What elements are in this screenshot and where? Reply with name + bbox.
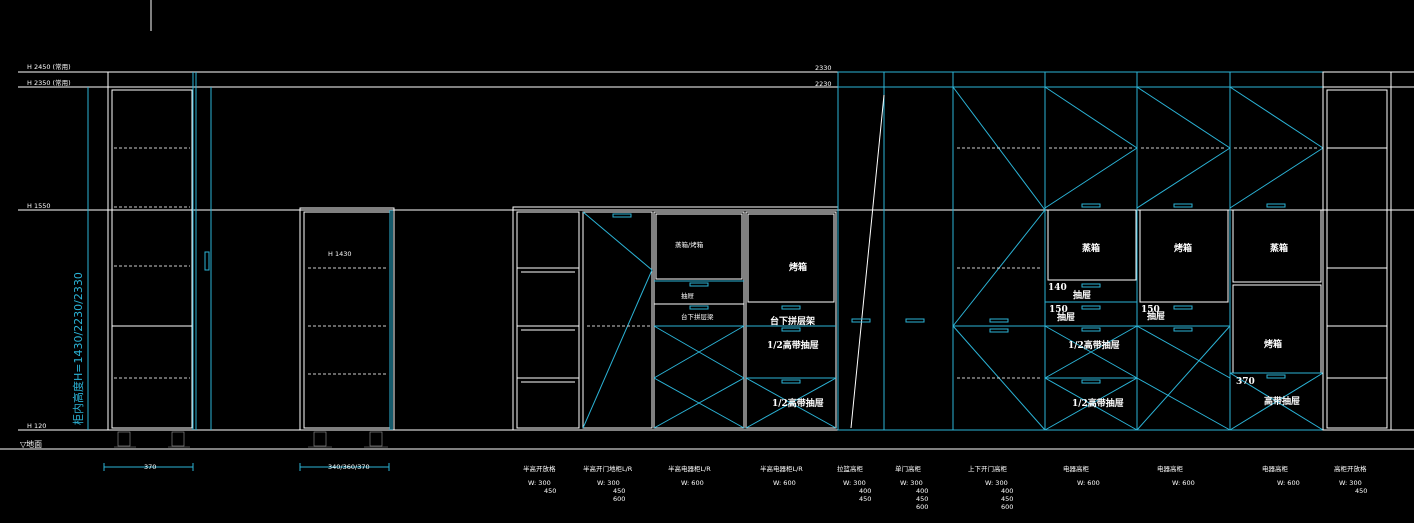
cabinet-type-name: 半高开放格 <box>523 464 556 473</box>
cabinet-type-name: 上下开门高柜 <box>968 464 1008 473</box>
ground-label: ▽地面 <box>20 439 42 449</box>
cabinet-type-name: 半高电器柜L/R <box>760 464 803 473</box>
cabinet-width-option: W: 300 <box>528 479 551 487</box>
label-steam-box-2: 蒸箱 <box>1270 242 1288 254</box>
cabinet-tall-run <box>837 71 1324 431</box>
label-drawer-a: 抽屉 <box>1073 289 1091 301</box>
num-150-a: 150 <box>1049 305 1068 315</box>
level-2350-label: H 2350 (常用) <box>27 78 71 87</box>
cabinet-type-name: 半高电器柜L/R <box>668 464 711 473</box>
label-half-drawer-2: 1/2高带抽屉 <box>772 397 824 409</box>
cabinet-width-option: 450 <box>544 487 556 495</box>
label-pullout-shelf: 台下拼层梁 <box>681 312 714 321</box>
label-drawer-c: 抽屉 <box>1147 310 1165 322</box>
num-140: 140 <box>1048 283 1067 293</box>
cabinet-width-option: W: 300 <box>1339 479 1362 487</box>
cabinet-width-option: 600 <box>916 503 928 511</box>
width-dim-370: 370 <box>144 463 156 471</box>
cabinet-width-option: 400 <box>916 487 928 495</box>
level-1550-label: H 1550 <box>27 202 51 210</box>
cabinet-tall-open-right <box>1322 71 1392 431</box>
cabinet-width-option: W: 600 <box>681 479 704 487</box>
cabinet-width-option: 600 <box>613 495 625 503</box>
label-half-drawer-4: 1/2高带抽屉 <box>1072 397 1124 409</box>
cabinet-width-option: W: 300 <box>985 479 1008 487</box>
cabinet-width-option: W: 300 <box>597 479 620 487</box>
label-steam-box-1: 蒸箱 <box>1082 242 1100 254</box>
cabinet-width-option: 400 <box>1001 487 1013 495</box>
cabinet-width-option: W: 600 <box>1172 479 1195 487</box>
label-half-drawer-3: 1/2高带抽屉 <box>1068 339 1120 351</box>
cabinet-width-option: 450 <box>613 487 625 495</box>
cabinet-type-name: 半高开门地柜L/R <box>583 464 633 473</box>
cabinet-width-option: 600 <box>1001 503 1013 511</box>
cabinet-width-option: 450 <box>1355 487 1367 495</box>
cabinet-width-option: 450 <box>859 495 871 503</box>
cabinet-width-option: W: 600 <box>1277 479 1300 487</box>
cabinet-width-option: W: 300 <box>900 479 923 487</box>
label-high-drawer: 高带抽屉 <box>1264 395 1300 407</box>
label-half-drawer-1: 1/2高带抽屉 <box>767 339 819 351</box>
cabinet-type-name: 电器高柜 <box>1157 464 1184 473</box>
cabinet-type-name: 高柜开放格 <box>1334 464 1367 473</box>
width-dim-340: 340/360/370 <box>328 463 370 471</box>
cabinet-width-option: 400 <box>859 487 871 495</box>
cabinet-width-option: 450 <box>916 495 928 503</box>
cabinet-type-name: 拉篮高柜 <box>837 464 864 473</box>
cabinet-width-option: 450 <box>1001 495 1013 503</box>
cabinet-half-run <box>512 206 839 431</box>
dim-2230-label: 2230 <box>815 80 832 88</box>
cabinet-tall-open-left: 370 <box>103 71 212 471</box>
level-120-label: H 120 <box>27 422 46 430</box>
cabinet-type-name: 电器高柜 <box>1262 464 1289 473</box>
cabinet-half-door: 340/360/370 <box>299 207 395 471</box>
label-drawer: 抽屉 <box>681 291 695 300</box>
cabinet-type-name: 电器高柜 <box>1063 464 1090 473</box>
level-1430-label: H 1430 <box>328 250 352 258</box>
inner-height-dimension: 柜内高度H=1430/2230/2330 <box>71 272 85 425</box>
level-2450-label: H 2450 (常用) <box>27 62 71 71</box>
num-150-b: 150 <box>1141 305 1160 315</box>
cabinet-type-name: 单门高柜 <box>895 464 922 473</box>
label-drawer-b: 抽屉 <box>1057 311 1075 323</box>
label-pullout-shelf-2: 台下拼层架 <box>770 315 815 327</box>
num-370: 370 <box>1236 377 1255 387</box>
cabinet-width-option: W: 300 <box>843 479 866 487</box>
level-lines <box>0 71 1414 450</box>
cabinet-width-option: W: 600 <box>1077 479 1100 487</box>
label-steam-oven: 蒸箱/烤箱 <box>675 240 704 249</box>
compartment-labels: 蒸箱/烤箱 抽屉 台下拼层梁 烤箱 台下拼层架 1/2高带抽屉 1/2高带抽屉 … <box>675 240 1300 409</box>
label-oven-box-1: 烤箱 <box>1174 242 1192 254</box>
label-oven: 烤箱 <box>789 261 807 273</box>
cabinet-width-option: W: 600 <box>773 479 796 487</box>
dim-2330-label: 2330 <box>815 64 832 72</box>
label-oven-box-2: 烤箱 <box>1264 338 1282 350</box>
